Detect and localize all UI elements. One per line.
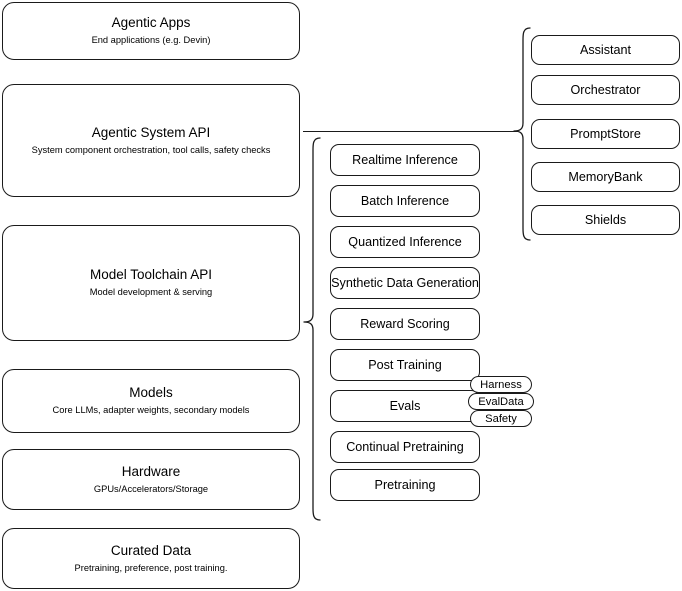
layer-box-models[interactable]: Models Core LLMs, adapter weights, secon…: [2, 369, 300, 433]
layer-box-model-toolchain-api[interactable]: Model Toolchain API Model development & …: [2, 225, 300, 341]
toolchain-item-continual-pretraining[interactable]: Continual Pretraining: [330, 431, 480, 463]
layer-box-hardware[interactable]: Hardware GPUs/Accelerators/Storage: [2, 449, 300, 510]
toolchain-item-pretraining[interactable]: Pretraining: [330, 469, 480, 501]
system-item-label: MemoryBank: [568, 170, 643, 184]
toolchain-item-realtime-inference[interactable]: Realtime Inference: [330, 144, 480, 176]
system-item-shields[interactable]: Shields: [531, 205, 680, 235]
layer-box-agentic-apps[interactable]: Agentic Apps End applications (e.g. Devi…: [2, 2, 300, 60]
layer-subtitle: Model development & serving: [89, 287, 213, 297]
layer-title: Hardware: [121, 463, 181, 479]
eval-tag-label: Harness: [480, 378, 522, 391]
toolchain-item-label: Batch Inference: [360, 194, 450, 208]
eval-tag-harness[interactable]: Harness: [470, 376, 532, 393]
connector-line-system-api: [303, 131, 518, 132]
layer-subtitle: Pretraining, preference, post training.: [74, 562, 228, 573]
layer-subtitle: End applications (e.g. Devin): [91, 35, 211, 45]
system-item-promptstore[interactable]: PromptStore: [531, 119, 680, 149]
layer-title: Agentic System API: [91, 124, 211, 140]
system-item-label: Shields: [584, 213, 627, 227]
eval-tag-evaldata[interactable]: EvalData: [468, 393, 534, 410]
system-item-label: PromptStore: [570, 127, 641, 141]
eval-tag-label: EvalData: [478, 395, 524, 408]
toolchain-item-label: Pretraining: [374, 478, 436, 492]
system-item-label: Orchestrator: [570, 83, 641, 97]
system-item-assistant[interactable]: Assistant: [531, 35, 680, 65]
eval-tag-safety[interactable]: Safety: [470, 410, 532, 427]
toolchain-item-label: Realtime Inference: [352, 153, 458, 167]
toolchain-item-quantized-inference[interactable]: Quantized Inference: [330, 226, 480, 258]
toolchain-item-label: Post Training: [368, 358, 442, 372]
toolchain-item-evals[interactable]: Evals: [330, 390, 480, 422]
layer-subtitle: System component orchestration, tool cal…: [31, 144, 271, 155]
toolchain-item-post-training[interactable]: Post Training: [330, 349, 480, 381]
toolchain-item-label: Quantized Inference: [348, 235, 462, 249]
toolchain-item-synthetic-data-generation[interactable]: Synthetic Data Generation: [330, 267, 480, 299]
layer-subtitle: Core LLMs, adapter weights, secondary mo…: [52, 405, 250, 415]
toolchain-item-label: Reward Scoring: [360, 317, 450, 331]
toolchain-item-label: Synthetic Data Generation: [331, 276, 479, 290]
toolchain-item-batch-inference[interactable]: Batch Inference: [330, 185, 480, 217]
eval-tag-label: Safety: [485, 412, 517, 425]
brace-toolchain: [300, 136, 322, 522]
toolchain-item-label: Continual Pretraining: [346, 440, 464, 454]
layer-title: Curated Data: [110, 542, 192, 558]
layer-title: Agentic Apps: [111, 15, 191, 30]
layer-subtitle: GPUs/Accelerators/Storage: [93, 483, 209, 494]
layer-title: Model Toolchain API: [89, 267, 213, 282]
layer-title: Models: [129, 385, 173, 400]
toolchain-item-reward-scoring[interactable]: Reward Scoring: [330, 308, 480, 340]
layer-box-curated-data[interactable]: Curated Data Pretraining, preference, po…: [2, 528, 300, 589]
toolchain-item-label: Evals: [389, 399, 421, 413]
system-item-memorybank[interactable]: MemoryBank: [531, 162, 680, 192]
system-item-orchestrator[interactable]: Orchestrator: [531, 75, 680, 105]
layer-box-agentic-system-api[interactable]: Agentic System API System component orch…: [2, 84, 300, 197]
system-item-label: Assistant: [579, 43, 632, 57]
